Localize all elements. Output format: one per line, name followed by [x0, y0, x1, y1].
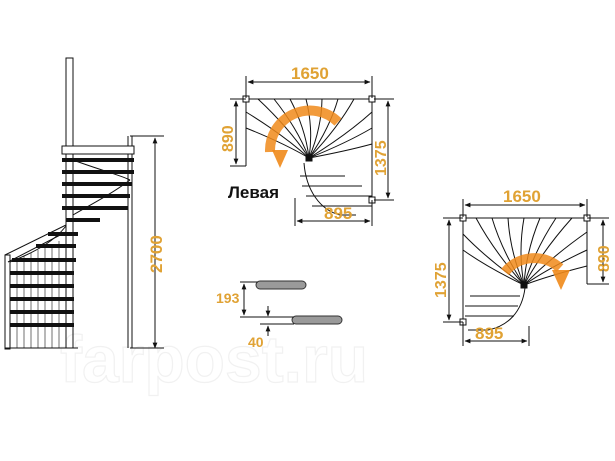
plan-left-right-height-label: 1375	[373, 140, 390, 176]
winder-tread	[257, 98, 310, 159]
dimension-2700: 2700	[130, 135, 166, 349]
elevation-tread	[12, 258, 76, 262]
winder-tread	[289, 98, 310, 159]
rotation-arrow-body	[264, 105, 342, 153]
plan-left-turn: 1650 890 1375 895 Левая	[220, 64, 394, 226]
plan-left-left-height-label: 890	[220, 125, 237, 152]
winder-tread	[520, 217, 525, 286]
handrail-post	[4, 254, 11, 350]
winder-tread	[308, 98, 355, 159]
winder-tread	[523, 217, 573, 286]
winder-tread	[308, 127, 373, 159]
elevation-tread	[10, 310, 74, 314]
winder-tread	[475, 217, 525, 286]
winder-tread	[308, 111, 373, 159]
plan-left-width-label: 1650	[291, 64, 329, 83]
watermark-text: farpost.ru	[60, 322, 368, 396]
winder-tread	[273, 98, 310, 159]
winder-tread	[245, 127, 310, 159]
elevation-tread	[66, 218, 100, 222]
plan-right-width-label: 1650	[503, 187, 541, 206]
plan-right-right-height-label: 890	[596, 245, 613, 272]
elevation-tread	[10, 271, 74, 275]
winder-tread	[305, 98, 312, 159]
winder-tread	[507, 217, 525, 286]
top-platform	[61, 145, 135, 155]
winder-tread	[308, 143, 373, 159]
plan-right-bottom-width-label: 895	[475, 324, 503, 343]
plan-left-bottom-width-label: 895	[324, 204, 352, 223]
central-pole	[65, 57, 74, 349]
elevation-tread	[62, 170, 134, 174]
plan-right-treads	[462, 217, 588, 286]
elevation-tread	[62, 182, 132, 186]
winder-tread	[462, 249, 525, 286]
winder-tread	[308, 98, 339, 159]
rotation-arrow-head-2	[552, 270, 570, 290]
plan-left-lower-treads	[300, 162, 372, 216]
lower-tread	[291, 315, 343, 325]
elevation-treads	[9, 158, 134, 348]
winder-tread	[523, 217, 557, 286]
plan-right-left-height-label: 1375	[433, 262, 450, 298]
elevation-tread	[10, 297, 74, 301]
elevation-tread	[62, 194, 130, 198]
rotation-arrow-body-2	[501, 253, 564, 276]
thickness-40-label: 40	[248, 334, 264, 350]
plan-right-turn: 1650 1375 890 895	[433, 187, 613, 346]
winder-tread	[462, 233, 525, 286]
rise-193-label: 193	[216, 290, 240, 306]
plan-left-title: Левая	[228, 183, 279, 202]
rotation-arrow-head	[272, 150, 288, 168]
elevation-tread	[48, 232, 78, 236]
plan-right-lower-treads	[465, 287, 526, 331]
winder-tread	[523, 265, 588, 286]
height-2700-label: 2700	[147, 235, 166, 273]
winder-tread	[245, 111, 310, 159]
elevation-tread	[10, 284, 74, 288]
upper-tread	[255, 280, 307, 290]
step-detail: 193 40	[216, 280, 343, 350]
winder-tread	[491, 217, 525, 286]
stair-elevation	[4, 57, 135, 350]
elevation-tread	[36, 244, 76, 248]
winder-tread	[308, 98, 323, 159]
plan-left-treads	[245, 98, 373, 159]
winder-tread	[523, 217, 541, 286]
elevation-tread	[62, 206, 128, 210]
elevation-tread	[10, 323, 74, 327]
elevation-tread	[62, 158, 134, 162]
